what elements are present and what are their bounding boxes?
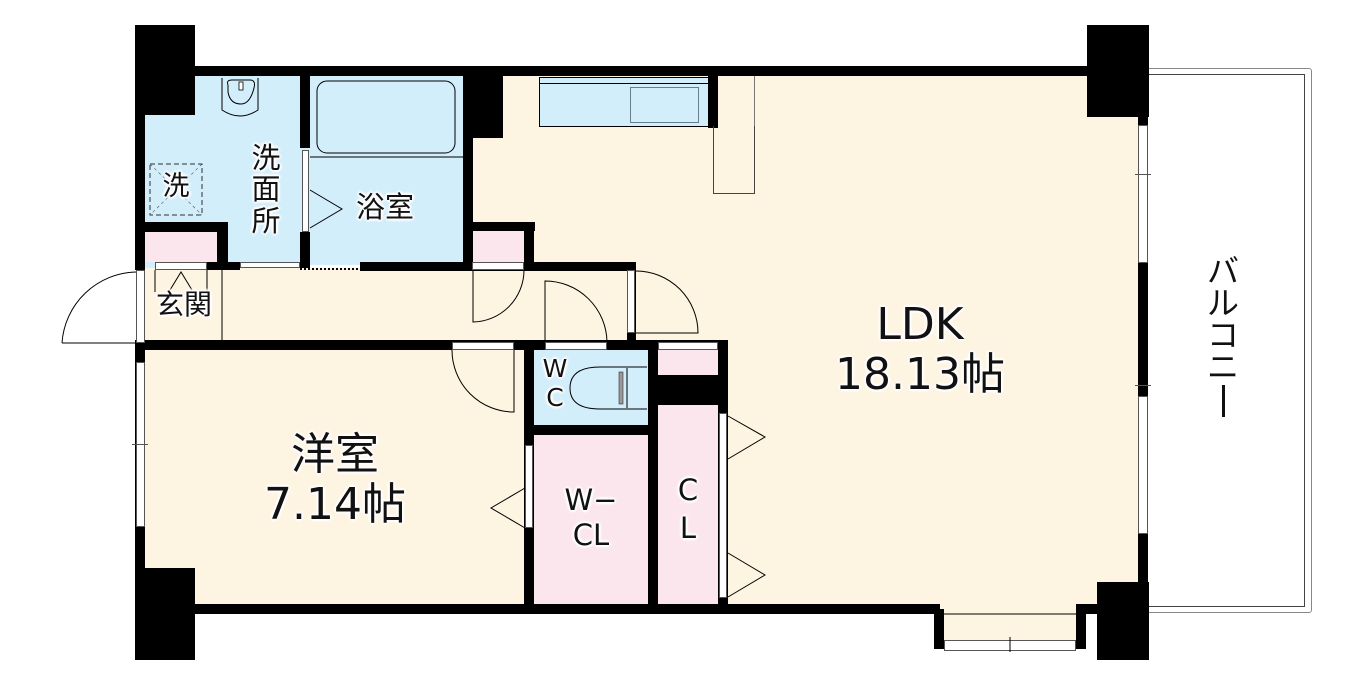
wall-wash-notch-v xyxy=(217,222,228,268)
window-western-left-mullion xyxy=(132,444,148,445)
door-opening-ldk-storage xyxy=(472,262,524,270)
wall-top xyxy=(195,66,1090,76)
label-toilet: W C xyxy=(538,354,572,413)
wall-bath-right xyxy=(463,66,473,268)
kitchen-bar-counter xyxy=(713,126,755,194)
ldk-name: LDK xyxy=(876,299,964,350)
wall-bottom xyxy=(195,604,940,614)
closet-line-1: C xyxy=(677,473,699,507)
walk-in-closet-floor xyxy=(533,434,648,610)
wall-wash-bath xyxy=(300,66,310,148)
label-entrance: 玄関 xyxy=(155,288,212,321)
balcony-char-1: バ xyxy=(1206,252,1239,290)
wall-ldk-storage-right xyxy=(524,222,534,268)
column-bottom-right xyxy=(1097,582,1149,660)
label-washer: 洗 xyxy=(162,171,190,202)
label-washroom-3: 所 xyxy=(251,203,281,238)
label-western-room: 洋室 7.14帖 xyxy=(220,429,450,531)
ldk-storage-small xyxy=(472,230,524,262)
balcony-char-4: ニ xyxy=(1206,348,1239,386)
door-opening-wash xyxy=(240,262,300,268)
label-washroom-2: 面 xyxy=(251,172,281,207)
kitchen-counter-edge xyxy=(539,83,709,84)
closet-line-2: L xyxy=(679,510,697,545)
door-opening-western xyxy=(452,342,514,350)
shoe-closet xyxy=(145,230,217,262)
wall-wc-bottom xyxy=(524,425,658,435)
wall-western-top xyxy=(135,340,725,350)
wall-hall-top xyxy=(195,262,240,270)
wall-ldk-storage-top xyxy=(463,222,535,231)
wall-wash-bath-lower xyxy=(300,232,310,268)
label-bathroom: 浴室 xyxy=(355,190,414,224)
window-balcony-upper xyxy=(1138,125,1148,263)
label-closet: C L xyxy=(668,472,708,547)
pipe-space-upper xyxy=(657,350,719,376)
bathroom-floor xyxy=(308,70,468,265)
wall-wash-notch xyxy=(140,222,228,232)
balcony-char-5 xyxy=(1221,385,1225,417)
window-balcony-upper-mullion xyxy=(1135,174,1151,175)
bay-wall-right xyxy=(1076,609,1086,649)
ldk-size: 18.13帖 xyxy=(835,349,1005,401)
wic-line-1: W− xyxy=(564,483,618,517)
label-balcony: バ ル コ ニ xyxy=(1198,255,1248,422)
balcony-char-2: ル xyxy=(1206,284,1239,322)
stove-icon xyxy=(630,87,699,123)
western-room-floor xyxy=(140,350,530,610)
label-walk-in-closet: W− CL xyxy=(550,483,632,553)
wall-right xyxy=(1138,117,1148,587)
window-balcony-lower xyxy=(1138,396,1148,534)
wic-line-2: CL xyxy=(572,517,610,552)
door-opening-wc xyxy=(545,342,607,350)
closet-floor xyxy=(657,404,719,610)
door-opening-shoe xyxy=(155,262,207,270)
toilet-line-1: W xyxy=(542,354,568,383)
door-opening-hall-ldk xyxy=(627,270,635,333)
door-opening-pipe xyxy=(658,342,718,350)
wall-wc-right xyxy=(648,340,658,610)
balcony-char-3: コ xyxy=(1206,316,1239,354)
label-washroom-1: 洗 xyxy=(251,141,281,175)
bay-wall-left xyxy=(934,609,944,649)
door-opening-bath xyxy=(302,150,309,232)
door-opening-wic xyxy=(525,445,533,528)
western-room-size: 7.14帖 xyxy=(264,479,406,531)
wall-left-upper xyxy=(135,115,145,270)
balcony-inner-line xyxy=(1145,74,1305,607)
label-ldk: LDK 18.13帖 xyxy=(790,299,1050,401)
western-room-name: 洋室 xyxy=(291,429,379,480)
toilet-line-2: C xyxy=(546,382,564,412)
kitchen-bar-line xyxy=(754,76,755,126)
kitchen-wall-stub xyxy=(708,66,718,128)
column-top-right xyxy=(1087,25,1149,117)
label-washroom: 洗 面 所 xyxy=(243,141,289,238)
wall-bottom-right xyxy=(1076,604,1100,614)
column-bottom-left xyxy=(135,568,195,660)
pipe-shaft xyxy=(657,375,727,405)
door-opening-closet xyxy=(719,413,727,598)
entrance-door-frame xyxy=(136,270,145,343)
column-top-left xyxy=(135,25,195,115)
hallway-floor xyxy=(140,268,640,346)
window-balcony-lower-mullion-2 xyxy=(1135,385,1151,386)
